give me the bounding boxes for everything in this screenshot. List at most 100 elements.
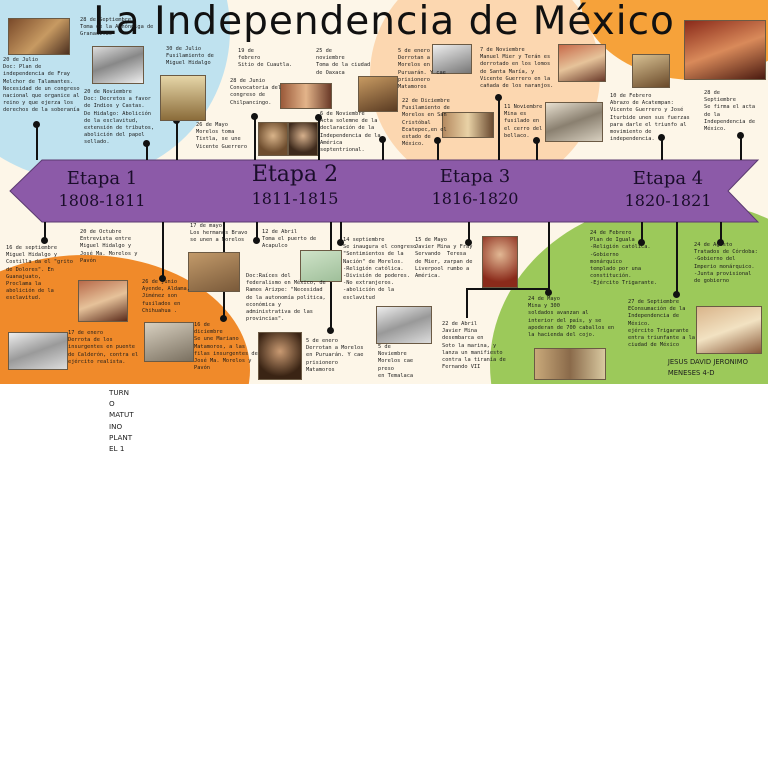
- connector-dot: [33, 121, 40, 128]
- connector-dot: [717, 239, 724, 246]
- stage-name: Etapa 4: [632, 168, 704, 189]
- event-label: 6 de Noviembre Acta solemne de la declar…: [320, 111, 381, 154]
- event-label: 20 de Noviembre Doc: Decretos a favor de…: [84, 89, 155, 146]
- portrait-image: [258, 332, 302, 380]
- event-label: 5 de enero Derrotan a Morelos en Puruará…: [398, 48, 446, 91]
- event-label: 24 de Febrero Plan de Iguala -Religión c…: [590, 230, 657, 287]
- painting-image: [432, 44, 472, 74]
- timeline-arrow: [9, 159, 760, 223]
- connector-line: [676, 222, 678, 294]
- portrait-image: [482, 236, 518, 288]
- connector-line: [466, 288, 468, 318]
- event-label: 11 Noviembre Mina es fusilado en el cerr…: [504, 104, 543, 139]
- event-label: 12 de Abril Toma el puerto de Acapulco: [262, 229, 317, 250]
- event-label: 15 de Mayo Javier Mina y Fray Servando T…: [415, 237, 473, 280]
- connector-line: [146, 143, 148, 160]
- event-label: 16 de diciembre Se une Mariano Matamoros…: [194, 322, 258, 372]
- event-label: 20 de Julio Doc: Plan de independencia d…: [3, 57, 80, 114]
- stage-name: Etapa 2: [251, 162, 339, 187]
- connector-dot: [41, 237, 48, 244]
- stage-4: Etapa 4 1820-1821: [618, 168, 718, 212]
- stage-name: Etapa 1: [66, 168, 138, 189]
- connector-line: [256, 222, 258, 240]
- painting-image: [92, 46, 144, 84]
- connector-line: [176, 120, 178, 160]
- event-label: 5 de Noviembre Morelos cae preso en Tema…: [378, 344, 414, 379]
- connector-line: [36, 124, 38, 160]
- connector-line: [318, 117, 320, 160]
- connector-line: [661, 137, 663, 160]
- event-label: 24 de Agosto Tratados de Córdoba: -Gobie…: [694, 242, 758, 285]
- connector-line: [340, 222, 342, 242]
- author-credit: JESUS DAVID JERONIMO MENESES 4-D: [667, 358, 748, 377]
- event-label: 19 de febrero Sitio de Cuautla.: [238, 48, 293, 69]
- connector-line: [468, 222, 470, 242]
- painting-image: [684, 20, 766, 80]
- connector-dot: [495, 94, 502, 101]
- event-label: 10 de Febrero Abrazo de Acatempan: Vicen…: [610, 93, 690, 143]
- connector-dot: [253, 237, 260, 244]
- event-label: 16 de septiembre Miguel Hidalgo y Costil…: [6, 245, 73, 302]
- connector-dot: [737, 132, 744, 139]
- painting-image: [8, 332, 68, 370]
- painting-image: [442, 112, 494, 138]
- connector-line: [740, 135, 742, 160]
- painting-image: [545, 102, 603, 142]
- stage-years: 1808-1811: [58, 191, 146, 210]
- painting-image: [558, 44, 606, 82]
- connector-line: [498, 97, 500, 160]
- stage-2: Etapa 2 1811-1815: [240, 162, 350, 210]
- painting-image: [160, 75, 206, 121]
- connector-line: [536, 140, 538, 160]
- event-label: 14 septiembre Se inaugura el congreso "S…: [343, 237, 417, 301]
- painting-image: [632, 54, 670, 88]
- connector-dot: [379, 136, 386, 143]
- connector-dot: [673, 291, 680, 298]
- connector-dot: [159, 275, 166, 282]
- connector-dot: [658, 134, 665, 141]
- event-label: 7 de Noviembre Manuel Mier y Terán es de…: [480, 47, 554, 90]
- connector-line: [548, 222, 550, 292]
- event-label: 27 de Septiembre EConsumación de la Inde…: [628, 299, 695, 349]
- connector-dot: [434, 137, 441, 144]
- stage-name: Etapa 3: [439, 166, 511, 187]
- stage-1: Etapa 1 1808-1811: [52, 168, 152, 212]
- event-label: 5 de enero Derrotan a Morelos en Puruará…: [306, 338, 364, 373]
- event-label: Doc:Raíces del federalismo en México, de…: [246, 273, 326, 323]
- stage-years: 1811-1815: [251, 189, 339, 208]
- connector-dot: [315, 114, 322, 121]
- painting-image: [358, 76, 398, 112]
- page-title: La Independencia de México: [93, 0, 675, 44]
- peach-background-shape: [370, 0, 600, 190]
- connector-line: [641, 222, 643, 242]
- connector-line: [162, 222, 164, 278]
- connector-dot: [220, 315, 227, 322]
- event-label: 25 de noviembre Toma de la ciudad de Oax…: [316, 48, 371, 76]
- event-label: 24 de Mayo Mina y 300 soldados avanzan a…: [528, 296, 615, 339]
- connector-dot: [638, 239, 645, 246]
- connector-dot: [327, 327, 334, 334]
- connector-line: [44, 222, 46, 240]
- connector-line: [437, 140, 439, 160]
- painting-image: [188, 252, 240, 292]
- event-label: 28 de Septiembre Toma de la Alhóndiga de…: [80, 17, 154, 38]
- painting-image: [534, 348, 606, 380]
- painting-image: [144, 322, 194, 362]
- stage-years: 1820-1821: [624, 191, 712, 210]
- event-label: 17 de enero Derrota de los insurgentes e…: [68, 330, 139, 365]
- stage-years: 1816-1820: [431, 189, 519, 208]
- connector-line: [720, 222, 722, 242]
- stage-3: Etapa 3 1816-1820: [425, 166, 525, 210]
- painting-image: [78, 280, 128, 322]
- connector-dot: [533, 137, 540, 144]
- timeline-poster: La Independencia de México Etapa 1 1808-…: [0, 0, 768, 384]
- connector-dot: [143, 140, 150, 147]
- event-label: 30 de Julio Fusilamiento de Miguel Hidal…: [166, 46, 214, 67]
- event-label: 20 de Octubre Entrevista entre Miguel Hi…: [80, 229, 138, 264]
- event-label: 22 de Diciembre Fusilamiento de Morelos …: [402, 98, 450, 148]
- connector-dot: [545, 289, 552, 296]
- connector-line: [382, 139, 384, 160]
- event-label: 17 de mayo Los hermanos Bravo se unen a …: [190, 223, 248, 244]
- connector-dot: [337, 239, 344, 246]
- painting-image: [8, 18, 70, 55]
